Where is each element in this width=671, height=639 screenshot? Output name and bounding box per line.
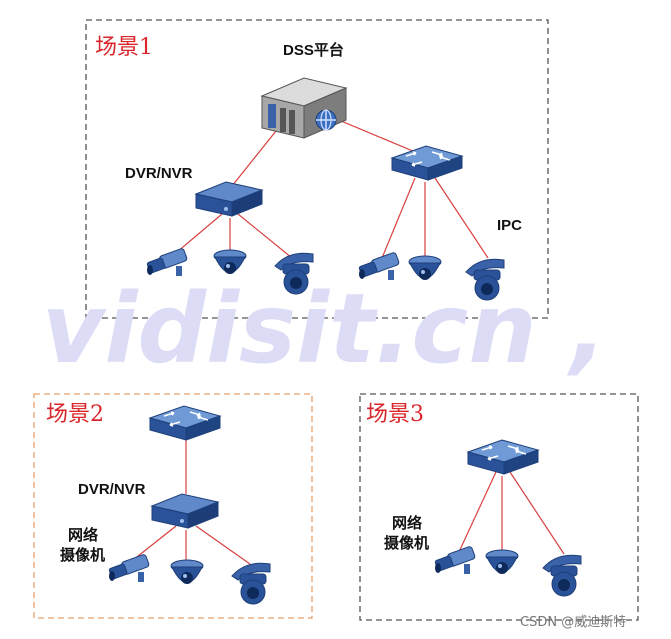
scene-3-border: [359, 393, 639, 621]
netcam-2-label-line1: 网络: [68, 526, 98, 544]
ptz-camera-icon: [542, 554, 582, 597]
bullet-camera-icon: [146, 247, 189, 277]
scene-1-border: [85, 19, 549, 319]
watermark-text: , vidisit.cn ,: [0, 273, 607, 385]
dome-camera-icon: [213, 249, 247, 275]
scene-3-links: [457, 471, 565, 555]
recorder-icon: [151, 493, 219, 529]
netcam-3-label-line1: 网络: [392, 514, 422, 532]
recorder-icon: [195, 181, 263, 217]
recorder-1-label: DVR/NVR: [125, 165, 193, 182]
server-icon: [261, 77, 347, 139]
switch-icon: [149, 405, 221, 441]
recorder-2-label: DVR/NVR: [78, 481, 146, 498]
netcam-2-label-line2: 摄像机: [60, 546, 105, 564]
ipc-label: IPC: [497, 217, 522, 234]
scene-2-border: [33, 393, 313, 619]
scene-3-title: 场景3: [366, 402, 424, 427]
scene-1-links: [169, 117, 489, 259]
netcam-3-label-line2: 摄像机: [384, 534, 429, 552]
bullet-camera-icon: [434, 545, 477, 575]
credit-text: CSDN @威迪斯特: [520, 615, 626, 630]
dome-camera-icon: [485, 549, 519, 575]
scene-1-title: 场景1: [95, 35, 153, 60]
dome-camera-icon: [170, 559, 204, 585]
platform-label: DSS平台: [283, 41, 344, 59]
switch-icon: [467, 439, 539, 475]
ptz-camera-icon: [231, 562, 271, 605]
switch-icon: [391, 145, 463, 181]
scene-2-title: 场景2: [46, 402, 104, 427]
bullet-camera-icon: [108, 553, 151, 583]
